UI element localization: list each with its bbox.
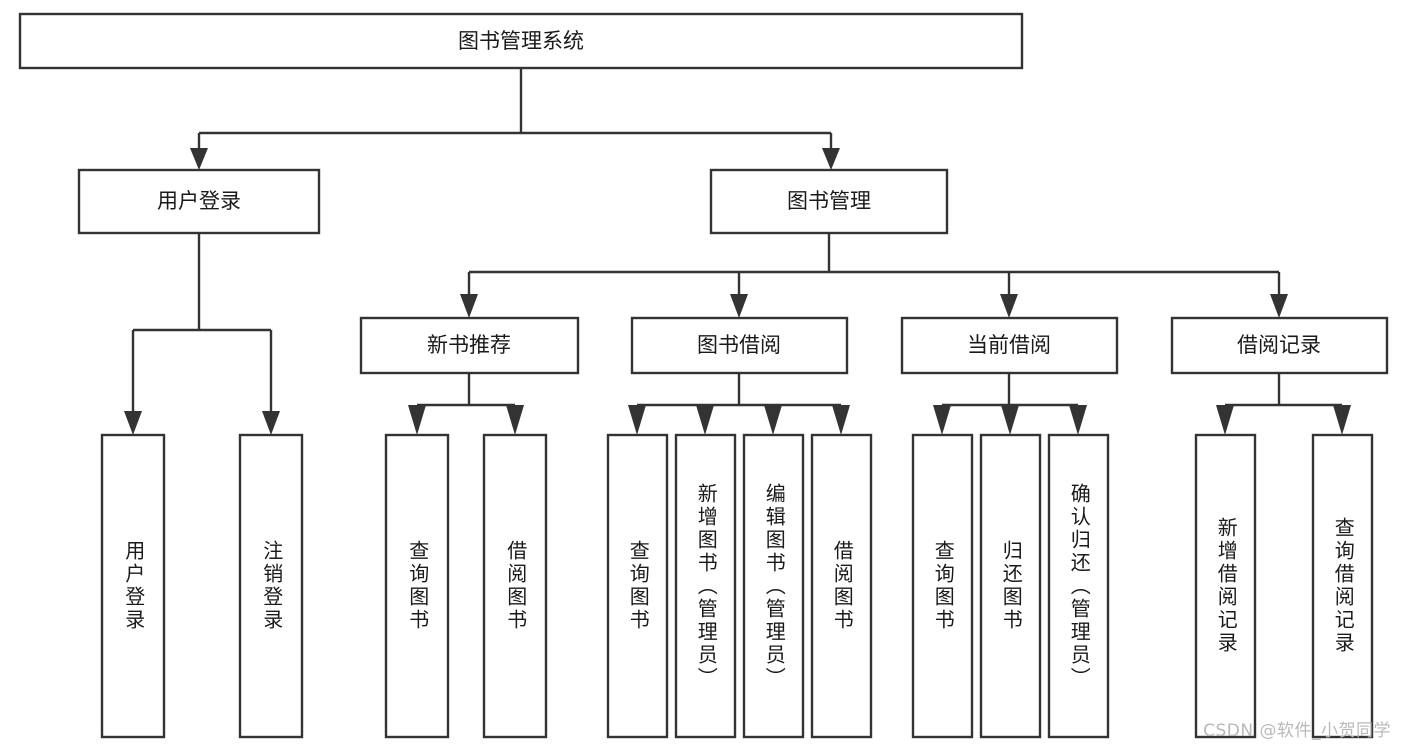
leaf-confirm-return-box[interactable] — [1047, 433, 1110, 739]
node-current-borrow-label: 当前借阅 — [967, 333, 1051, 357]
arrow-bookmanage-to-borrow — [730, 294, 748, 318]
arrow-borrow-to-leaf4 — [832, 405, 850, 435]
leaf-query-record-box[interactable] — [1311, 433, 1374, 739]
connector-layer — [124, 68, 1351, 435]
leaf-edit-book-box[interactable] — [742, 433, 805, 739]
node-user-login-label: 用户登录 — [157, 189, 241, 213]
leaf-query-book-cur-box[interactable] — [911, 433, 974, 739]
node-book-borrow-box[interactable] — [630, 316, 849, 375]
leaf-query-book-bw-box[interactable] — [606, 433, 669, 739]
arrow-current-to-leaf1 — [933, 405, 951, 435]
node-new-book-rec-label: 新书推荐 — [427, 333, 511, 357]
leaf-borrow-book-rec-box[interactable] — [482, 433, 548, 739]
arrow-record-to-leaf2 — [1333, 405, 1351, 435]
leaf-add-book-box[interactable] — [674, 433, 737, 739]
node-book-manage-box[interactable] — [709, 168, 949, 235]
node-borrow-record-label: 借阅记录 — [1237, 333, 1321, 357]
node-borrow-record-box[interactable] — [1170, 316, 1389, 375]
node-current-borrow-box[interactable] — [900, 316, 1119, 375]
arrow-borrow-to-leaf1 — [628, 405, 646, 435]
arrow-current-to-leaf3 — [1069, 405, 1087, 435]
leaf-borrow-book-bw-box[interactable] — [810, 433, 873, 739]
leaf-return-book-box[interactable] — [979, 433, 1042, 739]
node-new-book-rec-box[interactable] — [359, 316, 580, 375]
arrow-record-to-leaf1 — [1216, 405, 1234, 435]
arrow-newbook-to-leaf2 — [506, 405, 524, 435]
leaf-user-login-box[interactable] — [100, 433, 166, 739]
arrow-bookmanage-to-current — [1000, 294, 1018, 318]
arrow-userlogin-to-leaf1 — [124, 411, 142, 435]
arrow-borrow-to-leaf3 — [764, 405, 782, 435]
arrow-newbook-to-leaf1 — [408, 405, 426, 435]
arrow-userlogin-to-leaf2 — [262, 411, 280, 435]
node-root-label: 图书管理系统 — [458, 29, 584, 53]
watermark-text: CSDN @软件_小贺同学 — [1203, 721, 1391, 741]
leaf-add-record-box[interactable] — [1194, 433, 1257, 739]
arrow-root-to-book-manage — [822, 148, 840, 170]
arrow-bookmanage-to-newbook — [460, 294, 478, 318]
leaf-logout-box[interactable] — [238, 433, 304, 739]
node-layer: 图书管理系统 用户登录 图书管理 新书推荐 图书借阅 当前借阅 借阅记录 — [18, 12, 1389, 739]
arrow-current-to-leaf2 — [1001, 405, 1019, 435]
arrow-root-to-user-login — [190, 148, 208, 170]
leaf-query-book-rec-box[interactable] — [384, 433, 450, 739]
node-user-login-box[interactable] — [77, 168, 321, 235]
node-root-box[interactable] — [18, 12, 1024, 70]
node-book-borrow-label: 图书借阅 — [697, 333, 781, 357]
arrow-borrow-to-leaf2 — [696, 405, 714, 435]
leaf-box-group — [100, 433, 1374, 739]
arrow-bookmanage-to-record — [1270, 294, 1288, 318]
node-book-manage-label: 图书管理 — [787, 189, 871, 213]
